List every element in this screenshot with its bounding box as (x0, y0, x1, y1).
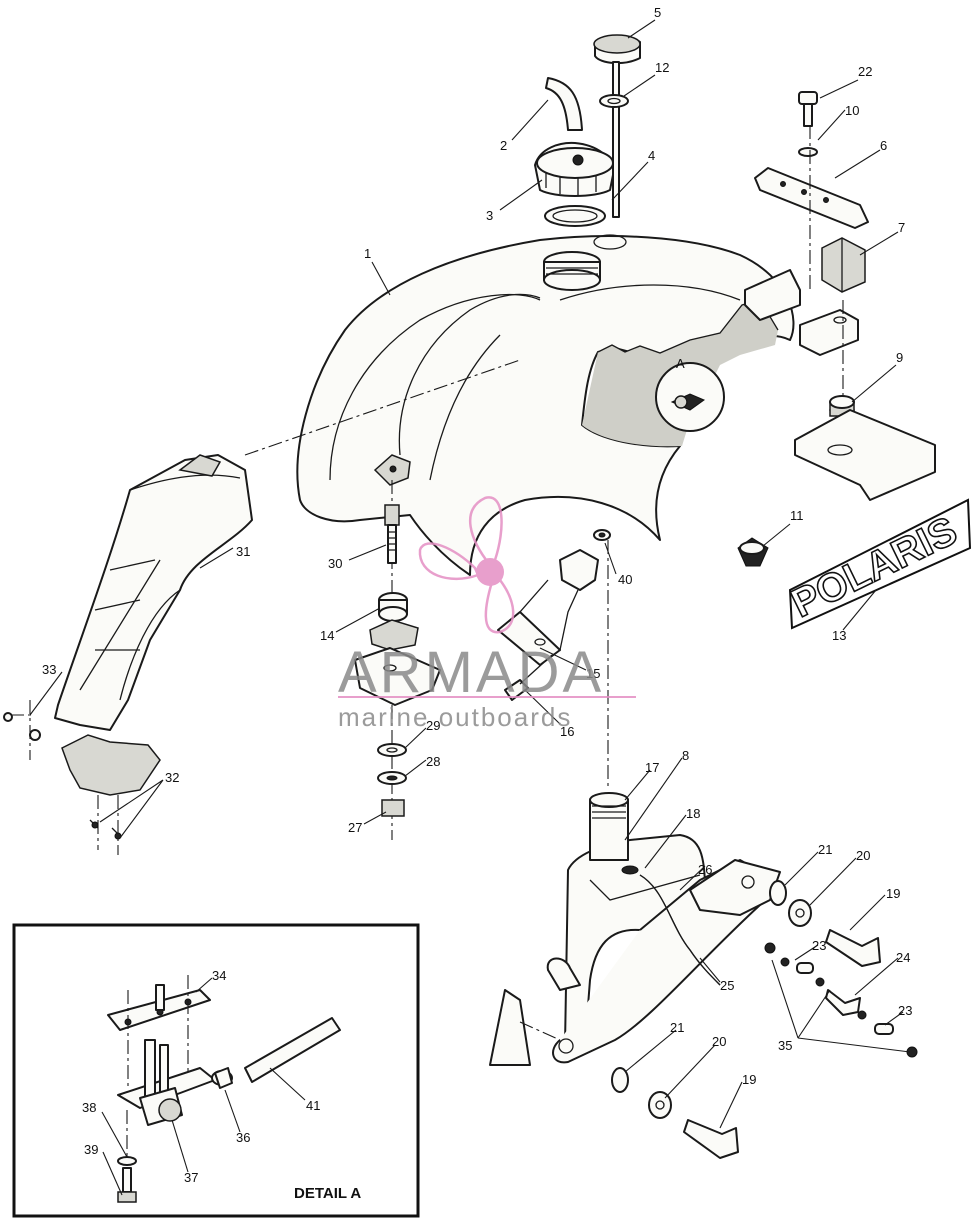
support-bracket (3, 359, 521, 855)
callout-29: 29 (426, 718, 440, 733)
callout-21-upper: 21 (818, 842, 832, 857)
callout-18: 18 (686, 806, 700, 821)
callout-16: 16 (560, 724, 574, 739)
callout-31: 31 (236, 544, 250, 559)
callout-14: 14 (320, 628, 334, 643)
callout-40: 40 (618, 572, 632, 587)
watermark-tagline: marine outboards (338, 702, 572, 732)
mount-stack (354, 480, 441, 840)
polaris-decal: POLARIS (784, 498, 972, 630)
callout-19-lower: 19 (742, 1072, 756, 1087)
callout-30: 30 (328, 556, 342, 571)
callout-19-upper: 19 (886, 886, 900, 901)
callout-4: 4 (648, 148, 655, 163)
callout-6: 6 (880, 138, 887, 153)
callout-33: 33 (42, 662, 56, 677)
callout-35: 35 (778, 1038, 792, 1053)
callout-27: 27 (348, 820, 362, 835)
callout-numbers: 1 2 3 4 5 6 7 8 9 10 11 12 13 14 15 16 1… (42, 5, 912, 1185)
callout-17: 17 (645, 760, 659, 775)
oil-tank (489, 792, 781, 1066)
callout-7: 7 (898, 220, 905, 235)
propeller-logo-icon (418, 496, 515, 634)
callout-32: 32 (165, 770, 179, 785)
oil-tank-hardware (611, 880, 918, 1159)
armada-watermark: ARMADA marine outboards (338, 496, 636, 732)
callout-28: 28 (426, 754, 440, 769)
callout-9: 9 (896, 350, 903, 365)
callout-24: 24 (896, 950, 910, 965)
callout-20-upper: 20 (856, 848, 870, 863)
callout-41: 41 (306, 1098, 320, 1113)
callout-15: 15 (586, 666, 600, 681)
callout-34: 34 (212, 968, 226, 983)
detail-marker-label: A (676, 356, 685, 371)
callout-26: 26 (698, 862, 712, 877)
callout-11: 11 (790, 508, 804, 523)
detail-a-box: DETAIL A (12, 923, 420, 1218)
watermark-divider (338, 696, 636, 698)
callout-36: 36 (236, 1130, 250, 1145)
callout-37: 37 (184, 1170, 198, 1185)
callout-23-upper: 23 (812, 938, 826, 953)
callout-8: 8 (682, 748, 689, 763)
callout-12: 12 (655, 60, 669, 75)
callout-5: 5 (654, 5, 661, 20)
callout-10: 10 (845, 103, 859, 118)
callout-20-lower: 20 (712, 1034, 726, 1049)
callout-21-lower: 21 (670, 1020, 684, 1035)
mount-bracket-group (754, 91, 936, 501)
callout-23-lower: 23 (898, 1003, 912, 1018)
callout-22: 22 (858, 64, 872, 79)
callout-38: 38 (82, 1100, 96, 1115)
watermark-brand: ARMADA (338, 640, 604, 705)
callout-2: 2 (500, 138, 507, 153)
drain-plug (737, 537, 769, 567)
callout-3: 3 (486, 208, 493, 223)
callout-25: 25 (720, 978, 734, 993)
tank-strap (497, 529, 611, 790)
callout-13: 13 (832, 628, 846, 643)
leader-lines (29, 19, 911, 1196)
detail-a-title: DETAIL A (294, 1185, 361, 1202)
fuel-tank: A (296, 234, 859, 576)
callout-1: 1 (364, 246, 371, 261)
decal-text: POLARIS (785, 509, 964, 626)
fuel-cap-assembly (534, 34, 641, 227)
callout-39: 39 (84, 1142, 98, 1157)
